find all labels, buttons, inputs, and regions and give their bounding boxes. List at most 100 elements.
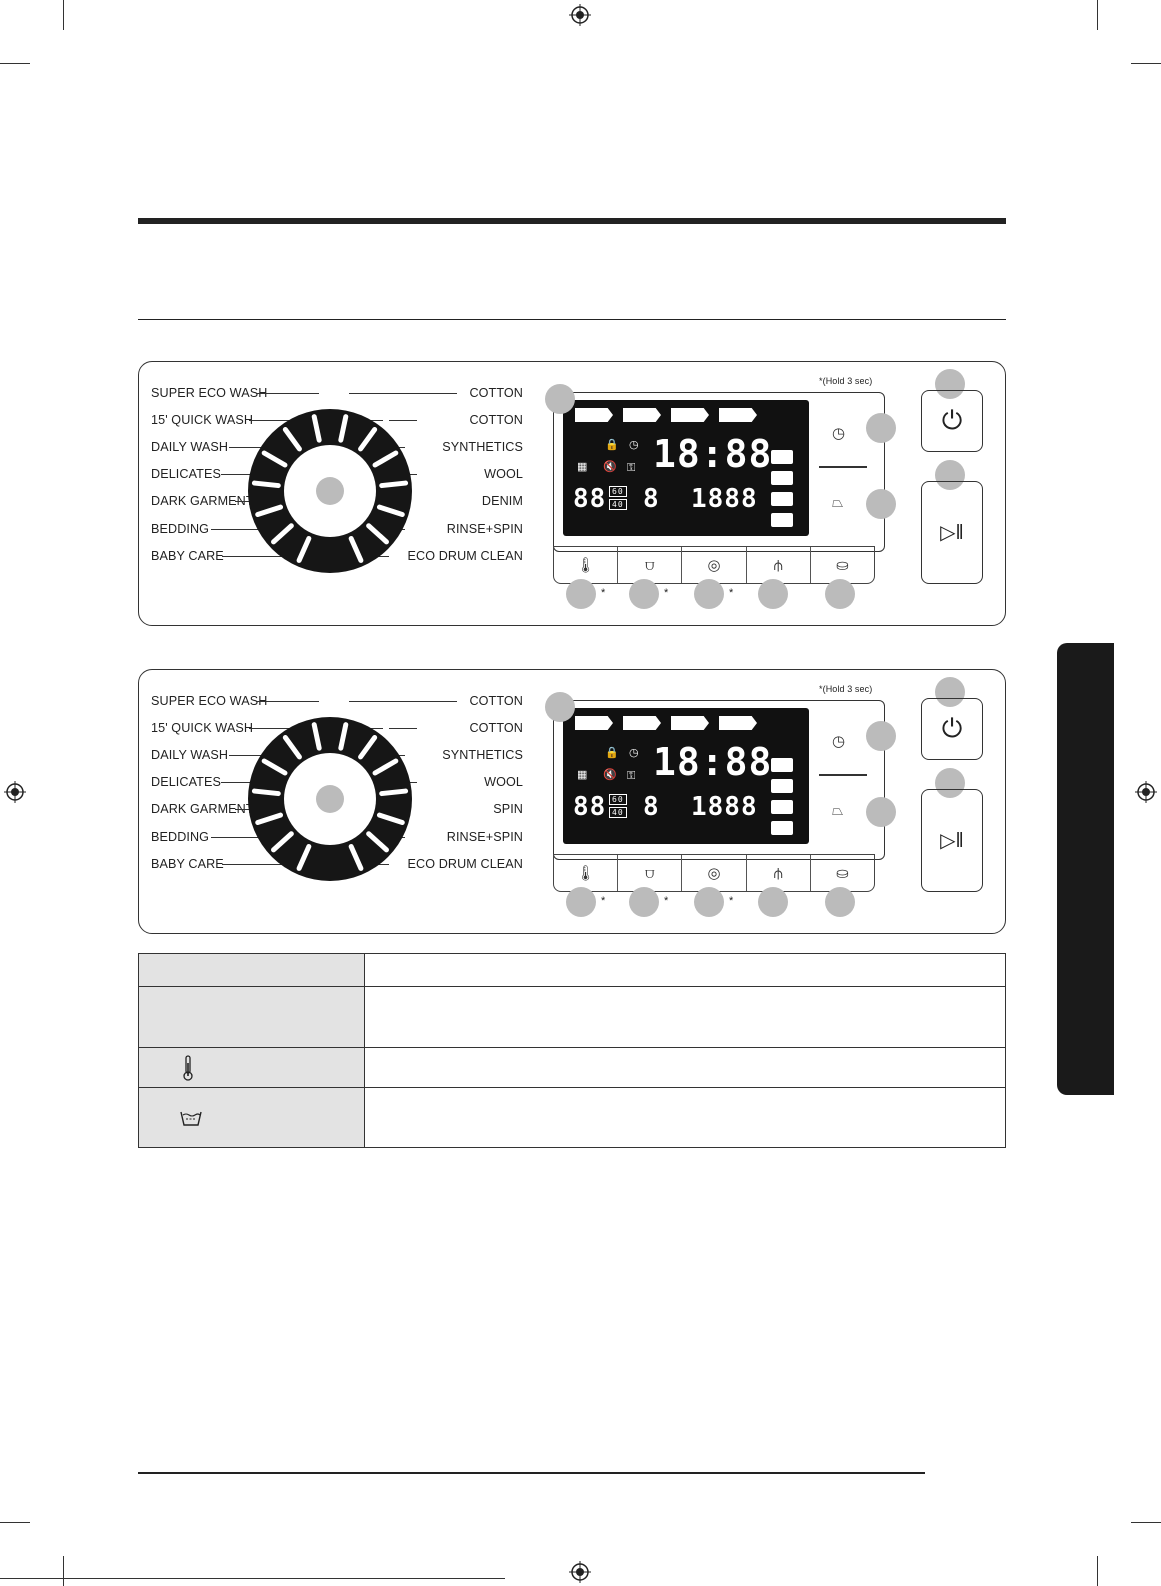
mute-icon: 🔇 [603,769,617,781]
crop-mark [1131,63,1161,64]
lcd-rinse-digit: 8 [643,484,660,514]
thermometer-icon [183,1054,193,1081]
option-icon: ⛀ [836,865,849,882]
delay-end-icon[interactable]: ◷ [832,425,846,442]
program-icon: ▦ [577,769,588,781]
spin-icon: ◎ [707,557,721,574]
lcd-temp-60: 60 [609,794,627,805]
hold-star: * [664,895,669,907]
cycle-label-left: BEDDING [151,830,210,844]
lcd-step-indicators [575,408,767,422]
lcd-temp-digits: 88 [573,792,607,822]
dial-tick [296,844,312,871]
dial-tick [271,831,294,853]
power-button[interactable]: ⏻ [921,390,983,452]
program-dial[interactable] [247,716,413,882]
hold-star: * [729,895,734,907]
lcd-option-indicator [771,513,793,527]
rinse-button[interactable]: ⩌ [618,547,683,583]
dial-tick [348,536,364,563]
registration-mark-icon [1135,781,1157,803]
table-row [138,1087,1006,1148]
rinse-icon: ⩌ [644,864,655,882]
start-pause-button[interactable]: ▷‖ [921,481,983,584]
temperature-button[interactable]: 🌡 [554,855,619,891]
cycle-label-right: SYNTHETICS [442,440,523,454]
cycle-label-right: ECO DRUM CLEAN [407,549,523,563]
clock-icon: ◷ [629,747,639,759]
lcd-time: 18:88 [653,432,773,476]
dial-tick [261,450,288,468]
dial-tick [311,414,322,443]
delay-end-icon[interactable]: ◷ [832,733,846,750]
soak-icon [671,408,709,422]
hold-star: * [601,587,606,599]
dial-tick [251,480,281,489]
lcd-temp-40: 40 [609,807,627,818]
option-button-row: 🌡⩌ ◎ ⫛⛀ [553,546,875,584]
soil-level-button[interactable]: ⫛ [747,547,811,583]
cycle-label-right: DENIM [481,494,523,508]
temperature-button[interactable]: 🌡 [554,547,619,583]
crop-mark [63,1556,64,1586]
soil-level-button[interactable]: ⫛ [747,855,811,891]
lcd-option-indicator [771,758,793,772]
crop-mark [1097,0,1098,30]
start-pause-button[interactable]: ▷‖ [921,789,983,892]
leader-line [389,728,417,729]
dial-tick [271,523,294,545]
crop-mark [0,1522,30,1523]
start-pause-icon: ▷‖ [940,830,964,852]
spin-icon: ◎ [707,865,721,882]
callout-marker [758,579,788,609]
cycle-label-left: SUPER ECO WASH [151,386,268,400]
dial-tick [338,414,349,443]
callout-marker [566,579,596,609]
lcd-option-indicator [771,492,793,506]
dial-tick [376,504,405,517]
lcd-rinse-digit: 8 [643,792,660,822]
option-button[interactable]: ⛀ [811,855,874,891]
cycle-label-right: COTTON [469,721,523,735]
callout-marker [545,692,575,722]
program-icon: ▦ [577,461,588,473]
footer-rule [138,1472,925,1474]
display-frame [553,392,885,552]
callout-marker [758,887,788,917]
cycle-label-left: BABY CARE [151,549,224,563]
cycle-label-right: COTTON [469,413,523,427]
section-tab [1057,643,1114,1095]
dial-tick [372,450,399,468]
spin-button[interactable]: ◎ [682,547,747,583]
cycle-label-left: DARK GARMENT [151,802,254,816]
spin-button[interactable]: ◎ [682,855,747,891]
option-button[interactable]: ⛀ [811,547,874,583]
power-icon: ⏻ [941,405,963,435]
soil-level-icon: ⫛ [773,864,783,882]
callout-marker [629,887,659,917]
hold-note: *(Hold 3 sec) [819,376,873,386]
easy-iron-icon[interactable]: ⏢ [832,494,844,510]
cycle-label-left: DAILY WASH [151,748,229,762]
program-dial[interactable] [247,408,413,574]
callout-marker [866,413,896,443]
start-pause-icon: ▷‖ [940,522,964,544]
cycle-label-right: WOOL [484,467,523,481]
callout-marker [566,887,596,917]
hold-star: * [729,587,734,599]
crop-mark [1131,1522,1161,1523]
heading-rule [138,218,1006,224]
option-divider [819,774,867,776]
easy-iron-icon[interactable]: ⏢ [832,802,844,818]
power-button[interactable]: ⏻ [921,698,983,760]
hold-note: *(Hold 3 sec) [819,684,873,694]
lock-icon: 🔒 [605,439,619,451]
dial-tick [282,735,302,760]
rinse-button[interactable]: ⩌ [618,855,683,891]
rinse-icon [623,716,661,730]
crop-mark [63,0,64,30]
lcd-option-indicator [771,800,793,814]
spin-icon [719,716,757,730]
cycle-label-right: RINSE+SPIN [446,830,523,844]
